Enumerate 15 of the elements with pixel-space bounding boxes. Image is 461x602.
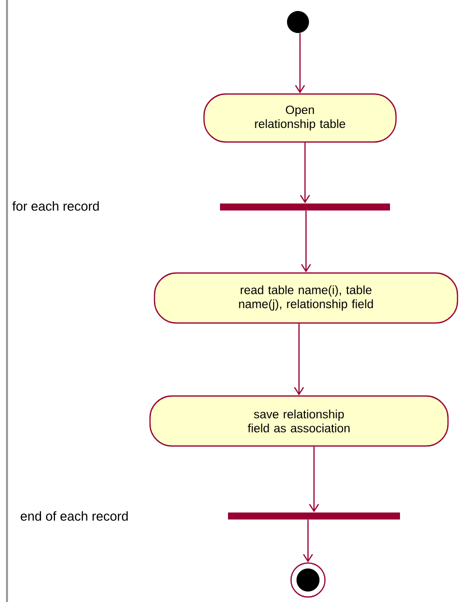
end-node <box>290 562 326 598</box>
arrow <box>295 33 305 94</box>
arrow <box>300 142 310 204</box>
arrow <box>309 446 319 512</box>
bar-label: for each record <box>12 201 99 211</box>
action-box: save relationship field as association <box>149 395 449 447</box>
action-box: read table name(i), table name(j), relationship field <box>154 272 458 324</box>
arrow <box>301 210 311 272</box>
arrow <box>303 520 313 562</box>
start-node <box>287 11 309 33</box>
bar-label: end of each record <box>20 511 128 521</box>
sync-bar <box>220 204 390 210</box>
sync-bar <box>228 512 400 520</box>
arrow <box>294 324 304 396</box>
action-box: Open relationship table <box>203 93 397 143</box>
